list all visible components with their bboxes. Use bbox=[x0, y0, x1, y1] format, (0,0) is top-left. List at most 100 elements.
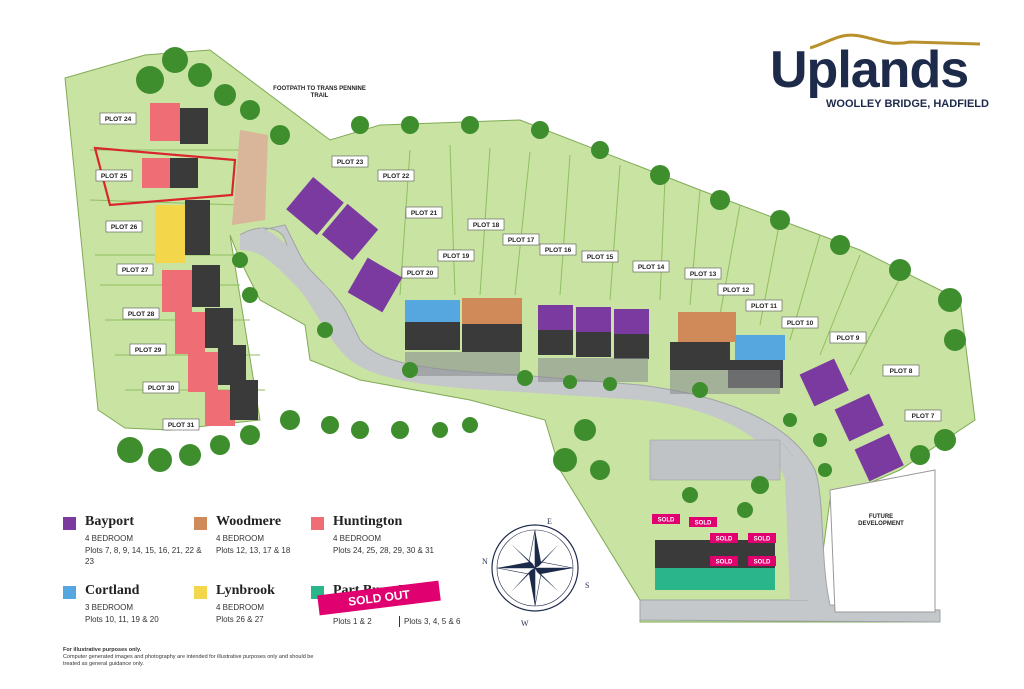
plot-label-text: PLOT 27 bbox=[122, 267, 149, 274]
compass-rose: N E S W bbox=[482, 517, 589, 628]
legend-bedrooms: 4 BEDROOM bbox=[333, 534, 382, 543]
plot-label-text: PLOT 28 bbox=[128, 311, 155, 318]
brand-title: Uplands bbox=[770, 41, 969, 99]
trees bbox=[117, 47, 966, 518]
compass-e: E bbox=[547, 517, 552, 526]
sold-badge-text: SOLD bbox=[658, 518, 675, 524]
plot-label-plot-23[interactable]: PLOT 23 bbox=[331, 155, 369, 168]
sold-badge: SOLD bbox=[748, 533, 776, 543]
plot-label-plot-14[interactable]: PLOT 14 bbox=[632, 260, 670, 273]
plot-label-text: PLOT 22 bbox=[383, 173, 410, 180]
legend-swatch bbox=[194, 586, 207, 599]
plot-label-plot-18[interactable]: PLOT 18 bbox=[467, 218, 505, 231]
legend-name: Woodmere bbox=[216, 514, 282, 529]
plot-label-plot-13[interactable]: PLOT 13 bbox=[684, 267, 722, 280]
sold-badge-text: SOLD bbox=[716, 537, 733, 543]
plot-label-plot-25[interactable]: PLOT 25 bbox=[95, 169, 133, 182]
plot-label-text: PLOT 30 bbox=[148, 385, 175, 392]
sold-badge: SOLD bbox=[652, 514, 680, 524]
legend-plots: Plots 10, 11, 19 & 20 bbox=[85, 615, 159, 624]
hills-icon bbox=[810, 33, 981, 50]
sold-badge-text: SOLD bbox=[754, 537, 771, 543]
plot-label-plot-31[interactable]: PLOT 31 bbox=[162, 418, 200, 431]
plot-label-text: PLOT 26 bbox=[111, 224, 138, 231]
sold-badges: SOLD SOLD SOLD SOLD SOLD SOLD bbox=[652, 514, 776, 566]
plot-label-text: PLOT 18 bbox=[473, 222, 500, 229]
plot-label-plot-28[interactable]: PLOT 28 bbox=[122, 307, 160, 320]
legend-swatch bbox=[63, 517, 76, 530]
disclaimer-title: For illustrative purposes only. bbox=[63, 647, 142, 653]
plot-label-text: PLOT 20 bbox=[407, 270, 434, 277]
plot-label-text: PLOT 29 bbox=[135, 347, 162, 354]
plot-label-plot-27[interactable]: PLOT 27 bbox=[116, 263, 154, 276]
plot-label-plot-17[interactable]: PLOT 17 bbox=[502, 233, 540, 246]
plot-label-plot-24[interactable]: PLOT 24 bbox=[99, 112, 137, 125]
sold-badge-text: SOLD bbox=[695, 521, 712, 527]
sold-badge: SOLD bbox=[748, 556, 776, 566]
future-development bbox=[829, 469, 936, 613]
plot-label-plot-16[interactable]: PLOT 16 bbox=[539, 243, 577, 256]
sold-badge-text: SOLD bbox=[754, 560, 771, 566]
plot-label-plot-12[interactable]: PLOT 12 bbox=[717, 283, 755, 296]
brand-logo: Uplands WOOLLEY BRIDGE, HADFIELD bbox=[770, 30, 989, 115]
plot-label-text: PLOT 16 bbox=[545, 247, 572, 254]
footpath-strip bbox=[232, 130, 268, 225]
plot-label-text: PLOT 19 bbox=[443, 253, 470, 260]
legend-plots-secondary: Plots 3, 4, 5 & 6 bbox=[399, 616, 484, 627]
plot-label-text: PLOT 25 bbox=[101, 173, 128, 180]
legend-name: Cortland bbox=[85, 583, 140, 598]
disclaimer: For illustrative purposes only. Computer… bbox=[63, 647, 323, 668]
legend-swatch bbox=[63, 586, 76, 599]
compass-n: N bbox=[482, 557, 488, 566]
plot-label-plot-9[interactable]: PLOT 9 bbox=[829, 331, 867, 344]
plot-label-plot-21[interactable]: PLOT 21 bbox=[405, 206, 443, 219]
plot-label-text: PLOT 17 bbox=[508, 237, 535, 244]
plot-label-text: PLOT 9 bbox=[837, 335, 860, 342]
plot-label-text: PLOT 14 bbox=[638, 264, 665, 271]
legend-plots: Plots 1 & 2 bbox=[333, 617, 372, 626]
legend-plots: Plots 26 & 27 bbox=[216, 615, 264, 624]
legend-bedrooms: 4 BEDROOM bbox=[216, 534, 265, 543]
plot-label-plot-26[interactable]: PLOT 26 bbox=[105, 220, 143, 233]
plot-labels: PLOT 24 PLOT 25 PLOT 26 PLOT 27 PLOT 28 PLOT … bbox=[95, 112, 942, 431]
plot-label-text: PLOT 10 bbox=[787, 320, 814, 327]
parking-bays bbox=[405, 352, 780, 394]
plot-label-text: PLOT 15 bbox=[587, 254, 614, 261]
legend-name: Lynbrook bbox=[216, 583, 275, 598]
legend-plots: Plots 24, 25, 28, 29, 30 & 31 bbox=[333, 546, 434, 555]
sold-badge: SOLD bbox=[710, 533, 738, 543]
disclaimer-body: Computer generated images and photograph… bbox=[63, 654, 314, 667]
plot-label-plot-20[interactable]: PLOT 20 bbox=[401, 266, 439, 279]
legend-bedrooms: 4 BEDROOM bbox=[85, 534, 134, 543]
selected-plot-outline bbox=[93, 146, 237, 207]
legend-name: Huntington bbox=[333, 514, 403, 529]
plot-label-plot-7[interactable]: PLOT 7 bbox=[904, 409, 942, 422]
sold-badge: SOLD bbox=[710, 556, 738, 566]
legend-plots: Plots 7, 8, 9, 14, 15, 16, 21, 22 & 23 bbox=[85, 546, 202, 566]
legend-bedrooms: 3 BEDROOM bbox=[85, 603, 134, 612]
plot-label-plot-10[interactable]: PLOT 10 bbox=[781, 316, 819, 329]
legend-bedrooms: 4 BEDROOM bbox=[216, 603, 265, 612]
driveway-east bbox=[649, 439, 781, 481]
houses-west bbox=[142, 103, 258, 426]
legend-name: Bayport bbox=[85, 514, 134, 529]
legend-plots: Plots 12, 13, 17 & 18 bbox=[216, 546, 291, 555]
future-development-label: FUTURE DEVELOPMENT bbox=[858, 514, 904, 527]
plot-label-plot-22[interactable]: PLOT 22 bbox=[377, 169, 415, 182]
plot-label-plot-11[interactable]: PLOT 11 bbox=[745, 299, 783, 312]
plot-label-plot-30[interactable]: PLOT 30 bbox=[142, 381, 180, 394]
footpath-label: FOOTPATH TO TRANS PENNINE TRAIL bbox=[273, 86, 366, 99]
road-main bbox=[240, 228, 810, 600]
legend-swatch bbox=[194, 517, 207, 530]
compass-s: S bbox=[585, 581, 589, 590]
plot-label-text: PLOT 24 bbox=[105, 116, 132, 123]
compass-w: W bbox=[521, 619, 529, 628]
plot-label-plot-19[interactable]: PLOT 19 bbox=[437, 249, 475, 262]
plot-label-text: PLOT 7 bbox=[912, 413, 935, 420]
sold-badge: SOLD bbox=[689, 517, 717, 527]
plot-label-plot-8[interactable]: PLOT 8 bbox=[882, 364, 920, 377]
plot-label-plot-29[interactable]: PLOT 29 bbox=[129, 343, 167, 356]
plot-label-plot-15[interactable]: PLOT 15 bbox=[581, 250, 619, 263]
plot-label-text: PLOT 11 bbox=[751, 303, 777, 310]
